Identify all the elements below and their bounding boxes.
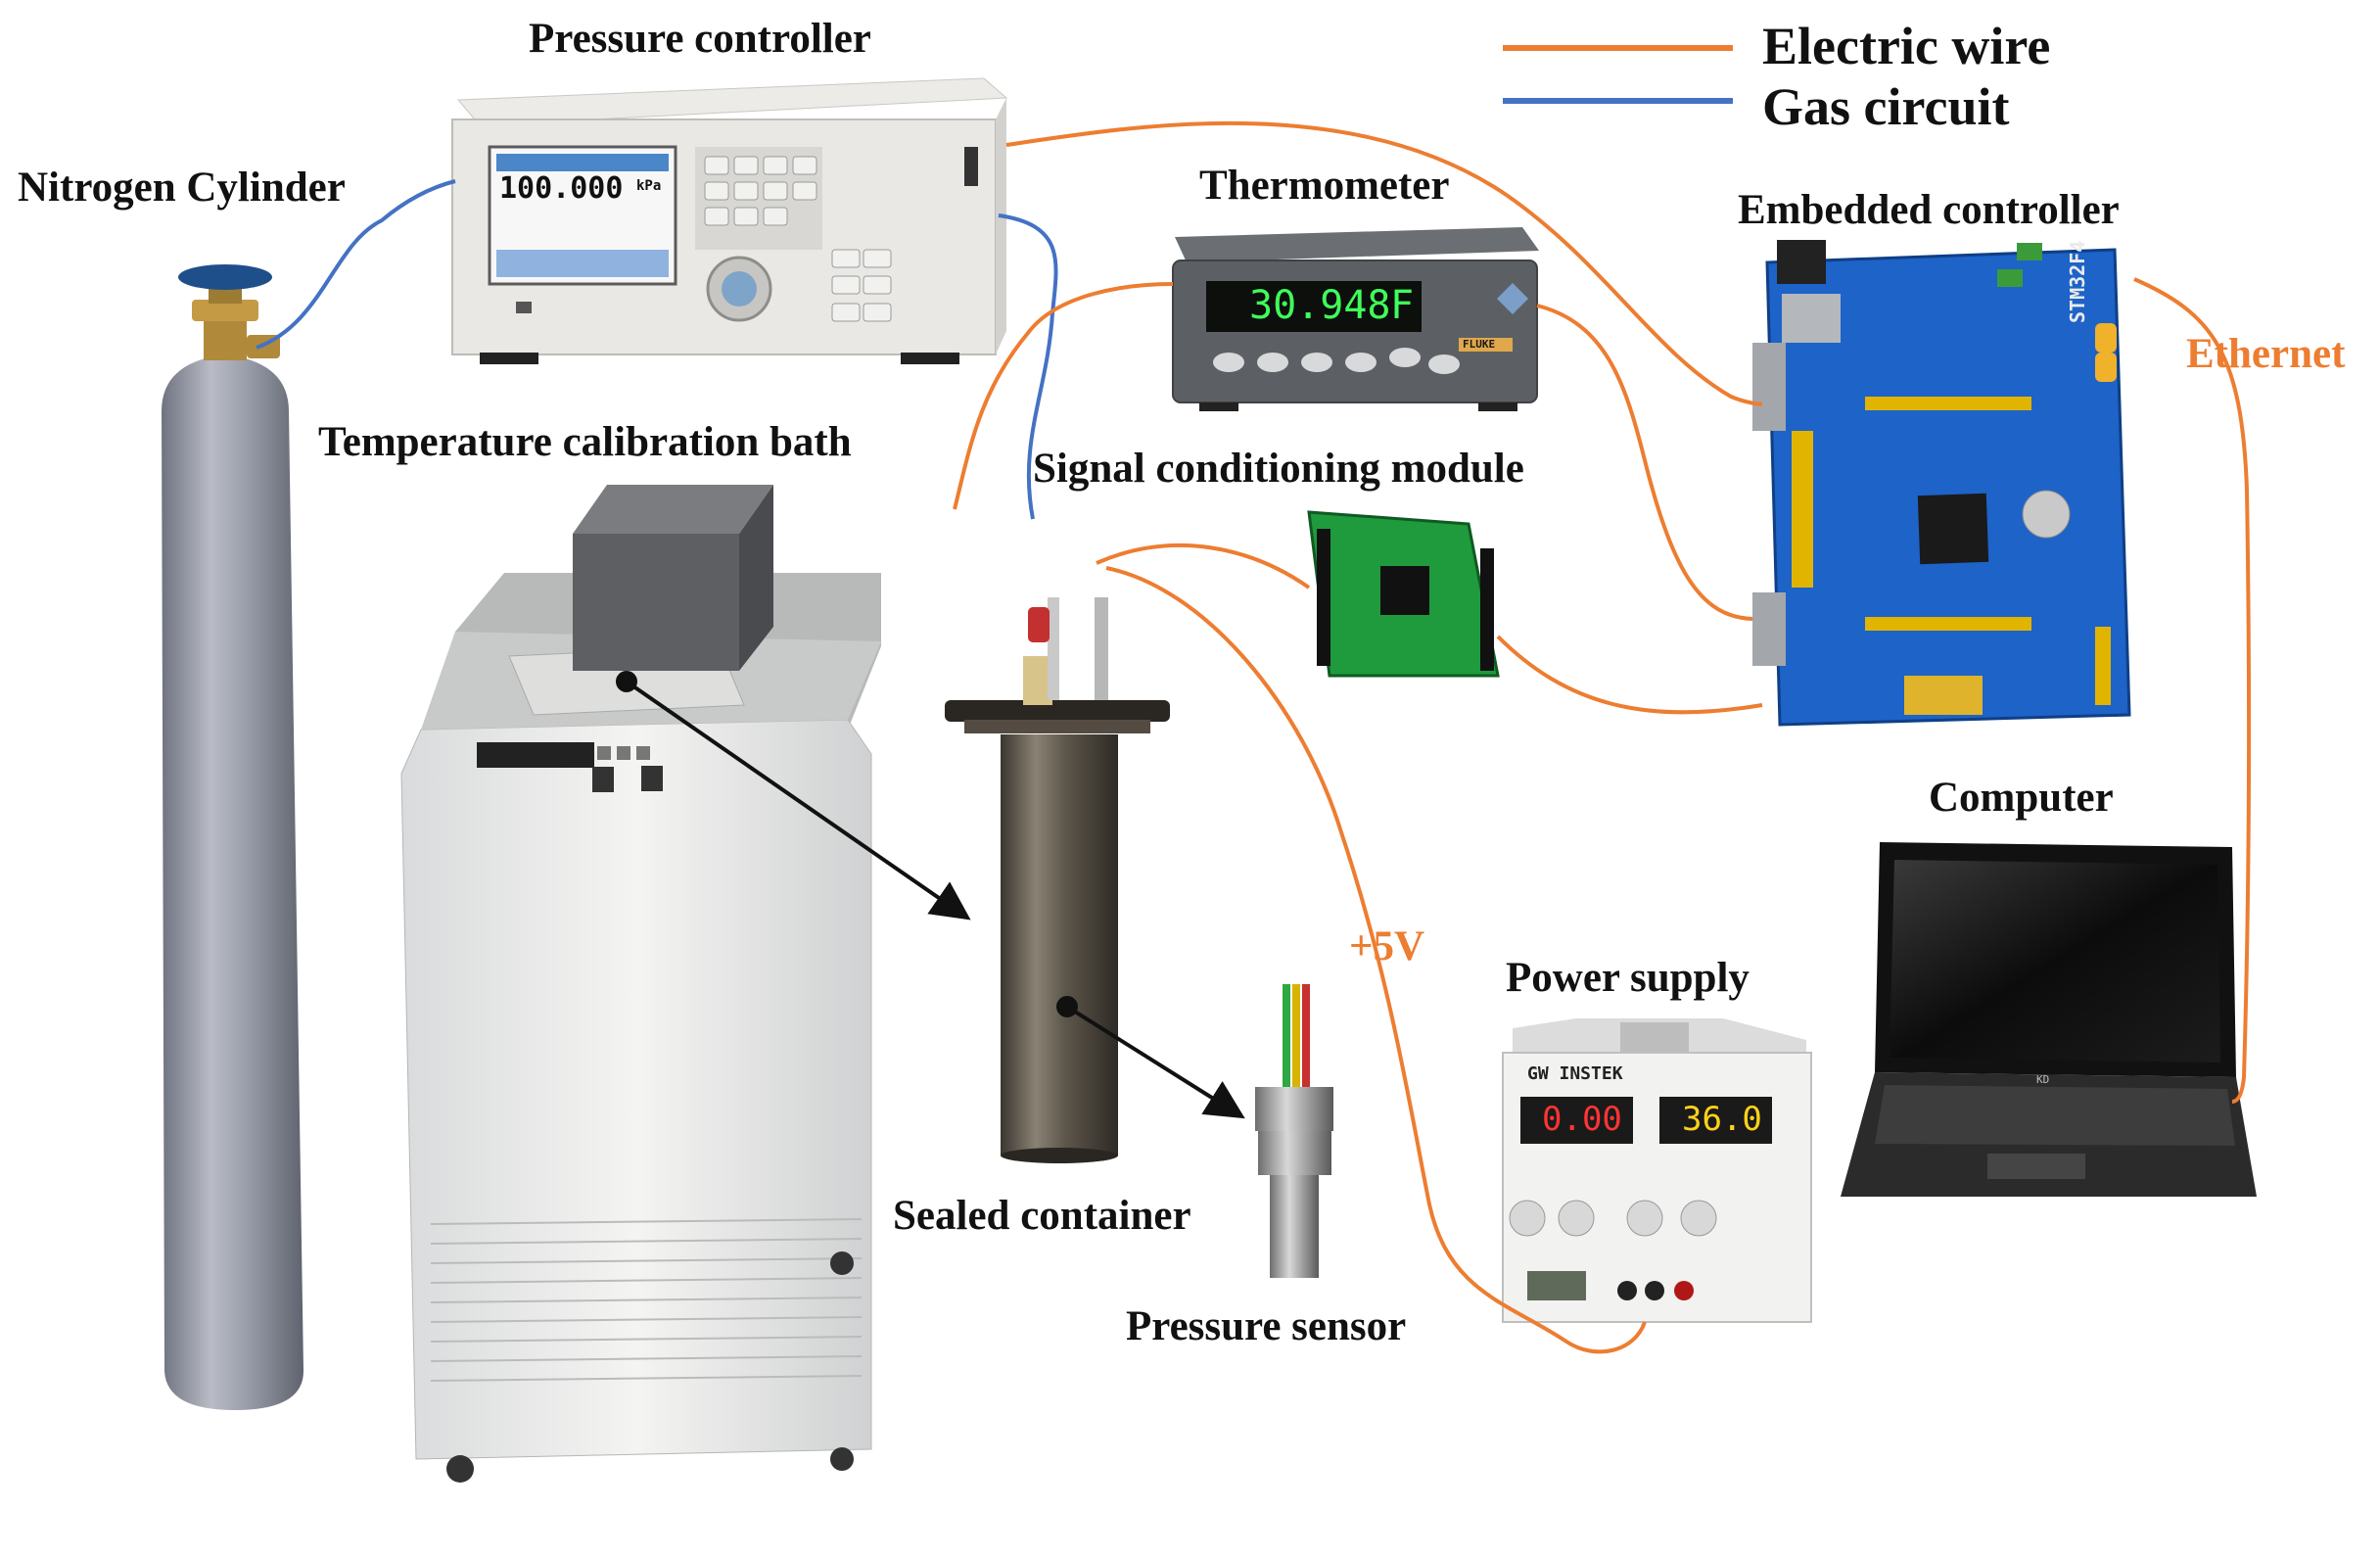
gas-circuit-lines [256, 179, 1058, 520]
embedded-controller-label: Embedded controller [1738, 187, 2120, 233]
thermometer-illustration [1172, 227, 1539, 411]
wire-module-embedded [1496, 635, 1763, 715]
bath-to-container-arrow [625, 680, 971, 920]
pressure-controller-label: Pressure controller [529, 16, 871, 62]
psu-current: 0.00 [1542, 1100, 1622, 1139]
legend-electric-label: Electric wire [1762, 17, 2051, 75]
pointer-arrows [616, 671, 1245, 1119]
temperature-bath-label: Temperature calibration bath [318, 419, 852, 465]
five-volt-label: +5V [1349, 923, 1425, 969]
power-supply-label: Power supply [1506, 955, 1750, 1001]
thermometer-reading: 30.948 [1249, 283, 1391, 328]
sealed-container-label: Sealed container [893, 1193, 1191, 1239]
wire-five-volt [1105, 566, 1647, 1354]
ethernet-label: Ethernet [2186, 331, 2346, 377]
temperature-bath-illustration [400, 485, 881, 1483]
nitrogen-cylinder-illustration [162, 264, 303, 1410]
wire-thermometer-embedded [1536, 304, 1753, 621]
gas-line-controller-container [998, 213, 1058, 520]
legend-gas-label: Gas circuit [1762, 77, 2010, 136]
computer-label: Computer [1929, 775, 2114, 821]
pressure-reading: 100.000 [499, 171, 624, 206]
container-to-sensor-arrow [1065, 1005, 1245, 1119]
thermometer-label: Thermometer [1199, 163, 1450, 209]
pressure-sensor-label: Pressure sensor [1126, 1303, 1407, 1349]
wire-controller-embedded [1005, 120, 1763, 406]
pressure-sensor-illustration [1255, 984, 1333, 1278]
sealed-container-illustration [945, 597, 1170, 1163]
nitrogen-cylinder-label: Nitrogen Cylinder [18, 165, 346, 211]
embedded-controller-illustration [1752, 240, 2131, 727]
wire-thermometer-container [953, 282, 1174, 510]
legend [1503, 45, 1733, 104]
pressure-unit: kPa [636, 178, 662, 194]
psu-brand: GW INSTEK [1527, 1063, 1623, 1084]
wire-ethernet [2133, 277, 2252, 1104]
laptop-brand: KD [2036, 1073, 2050, 1086]
signal-module-label: Signal conditioning module [1033, 446, 1524, 492]
power-supply-illustration [1502, 1018, 1812, 1323]
psu-voltage: 36.0 [1682, 1100, 1762, 1139]
signal-module-illustration [1307, 510, 1500, 678]
thermometer-unit: F [1390, 283, 1415, 328]
electric-wire-lines [953, 120, 2252, 1354]
thermometer-brand: FLUKE [1463, 338, 1496, 351]
gas-line-cylinder-controller [256, 179, 456, 350]
wire-module-container [1096, 543, 1311, 590]
board-marking: STM32F4 [2066, 240, 2089, 323]
computer-illustration [1841, 842, 2257, 1197]
pressure-controller-illustration [451, 77, 1008, 364]
